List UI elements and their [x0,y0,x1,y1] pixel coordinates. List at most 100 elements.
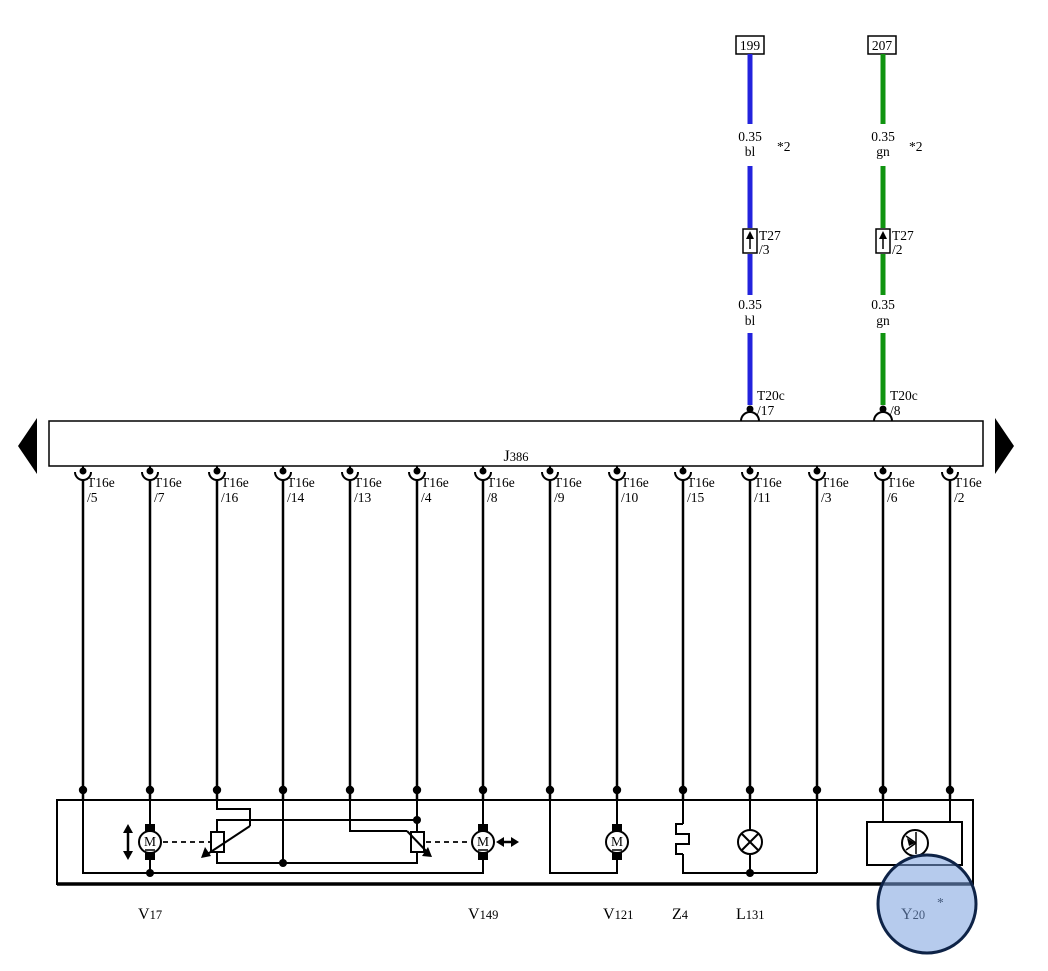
pin-number-label: /10 [621,490,639,505]
motor-letter: M [477,834,489,849]
motor-letter: M [144,834,156,849]
pin-number-label: /2 [954,490,965,505]
pin-connector-label: T16e [954,475,982,490]
position-sensor-1 [201,800,421,867]
junction-dot [745,785,755,795]
bus-arrow-right-icon [995,418,1014,474]
connector-pin: /8 [890,403,901,418]
pin-icon [213,467,221,475]
pin-icon [79,467,87,475]
pin-t16e-13: T16e /13 [341,466,382,800]
highlight-ring [876,853,978,955]
pin-number-label: /13 [354,490,372,505]
pin-number-label: /9 [554,490,565,505]
socket-icon [808,471,826,481]
motor-common-wire [82,800,484,874]
socket-icon [874,471,892,481]
socket-icon [274,471,292,481]
label-number: 4 [682,908,689,922]
heater-z4-group [675,800,818,877]
connector-name: T20c [890,388,918,403]
terminal-box-207: 207 [867,35,897,55]
motor-v17-group: M [82,800,484,877]
sensor-ground-wire [216,852,418,864]
pin-connector-label: T16e [754,475,782,490]
pin-connector-label: T16e [421,475,449,490]
pin-number-label: /7 [154,490,165,505]
bus-arrow-left-icon [18,418,37,474]
connector-box-icon [742,228,758,254]
wire-gauge: 0.35 [738,129,762,144]
pin-icon [479,467,487,475]
junction-dot [78,785,88,795]
label-prefix: Z [672,906,682,923]
blue-wire-label-upper: 0.35 bl *2 [738,129,790,159]
wiper-arrow [205,825,251,856]
junction-dot [145,785,155,795]
bus-label-prefix: J [504,448,510,465]
wire-note: *2 [909,139,923,154]
pin-t16e-7: T16e /7 [141,466,182,800]
connector-name: T27 [759,228,781,243]
pin-icon [346,467,354,475]
wiper-feed-wire [349,800,407,832]
connector-arrowhead-icon [879,231,887,239]
motor-icon: M [471,824,495,860]
pin-connector-label: T16e [287,475,315,490]
bus-bar [48,420,984,467]
pin-t16e-2: T16e /2 [941,466,982,800]
wire-gauge: 0.35 [738,297,762,312]
wire-note: *2 [777,139,791,154]
control-unit-bus: J386 [18,418,1014,474]
lamp-icon [737,829,763,855]
pin-icon [946,467,954,475]
pin-icon [679,467,687,475]
socket-icon [541,471,559,481]
socket-icon [141,471,159,481]
pin-icon [146,467,154,475]
motor-v121-group: M [549,800,629,874]
pin-number-label: /4 [421,490,432,505]
pin-icon [413,467,421,475]
heater-ground-wire [682,854,817,874]
socket-icon [341,471,359,481]
label-prefix: V [138,906,150,923]
connector-t27-2: T27 /2 [875,228,914,257]
junction-dot [945,785,955,795]
wire-color-code: gn [876,144,890,159]
pin-connector-label: T16e [221,475,249,490]
junction-dot [412,785,422,795]
wire-color-code: bl [745,144,756,159]
green-wire-label-lower: 0.35 gn [871,297,895,328]
pin-t16e-5: T16e /5 [74,466,115,800]
socket-icon [674,471,692,481]
socket-icon [74,471,92,481]
junction-dot [212,785,222,795]
label-number: 121 [615,908,634,922]
pin-connector-label: T16e [887,475,915,490]
pin-connector-label: T16e [87,475,115,490]
junction-dot [678,785,688,795]
label-l131: L131 [736,906,765,923]
label-v121: V121 [603,906,633,923]
up-down-arrow-icon [123,824,133,860]
wire-gauge: 0.35 [871,129,895,144]
label-prefix: V [603,906,615,923]
label-prefix: V [468,906,480,923]
label-z4: Z4 [672,906,689,923]
wire-gauge: 0.35 [871,297,895,312]
pin-number-label: /16 [221,490,239,505]
connector-pin: /17 [757,403,775,418]
wire-color-code: gn [876,313,890,328]
highlight-circle[interactable] [876,853,978,955]
green-wire-label-upper: 0.35 gn *2 [871,129,922,159]
connector-socket-icon [873,411,893,422]
junction-dot [345,785,355,795]
bus-label: J386 [504,448,529,465]
connector-pin: /3 [759,242,770,257]
label-prefix: L [736,906,746,923]
junction-dot [278,785,288,795]
pin-connector-label: T16e [621,475,649,490]
